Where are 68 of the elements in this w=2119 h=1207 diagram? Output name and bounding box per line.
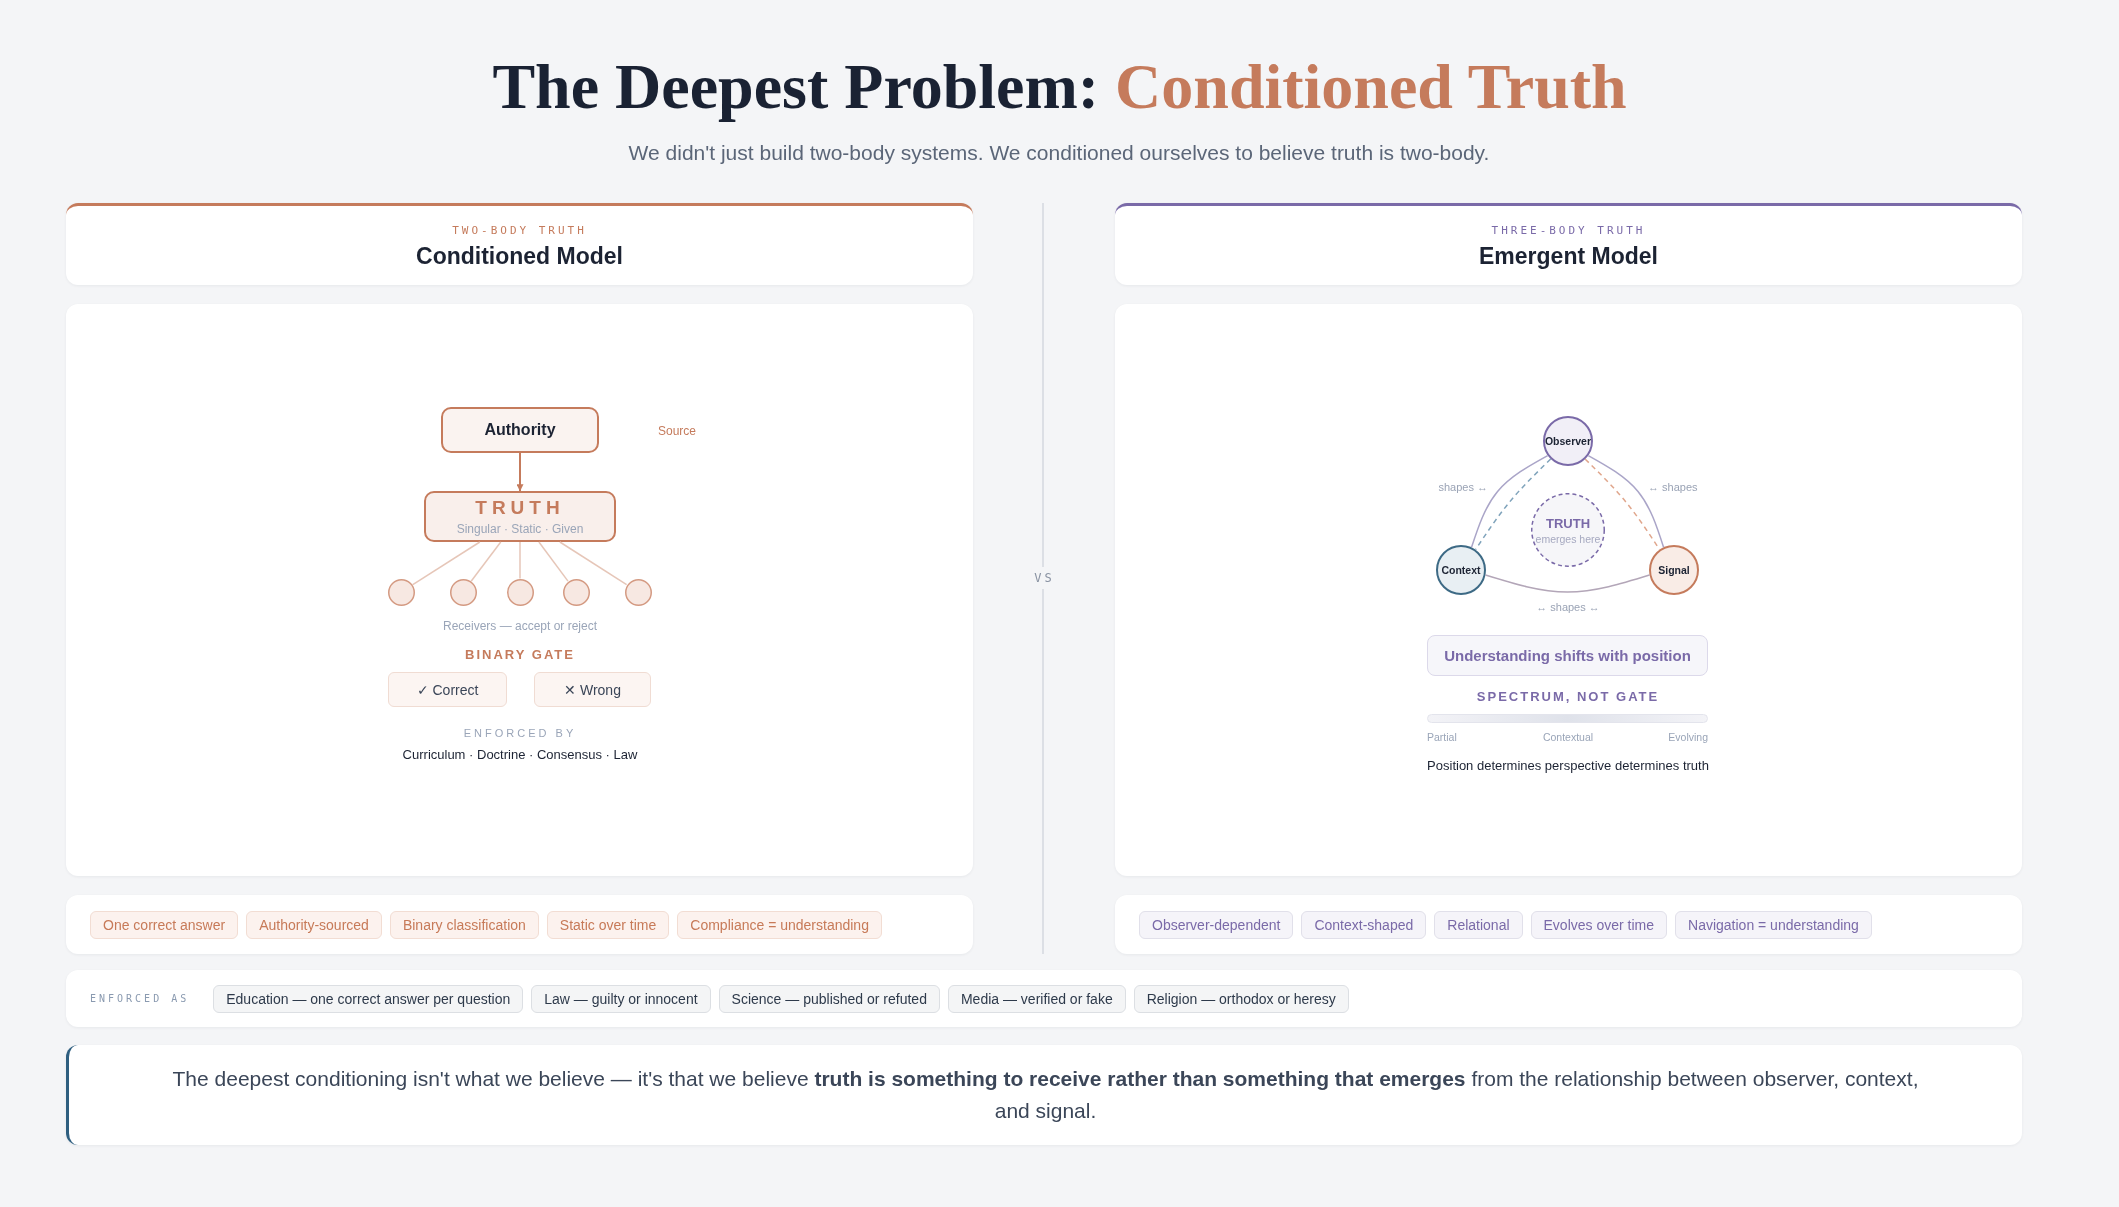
- domain-tag: Religion — orthodox or heresy: [1133, 984, 1349, 1013]
- connector-line: [519, 541, 521, 580]
- trait-tag: Authority-sourced: [246, 910, 382, 939]
- trait-tag: Observer-dependent: [1139, 910, 1294, 939]
- trait-tag: One correct answer: [90, 910, 239, 939]
- receiver-circle: [562, 578, 590, 606]
- receiver-circle: [449, 578, 477, 606]
- scale-label: Partial: [1427, 731, 1457, 743]
- receiver-circle: [387, 578, 415, 606]
- tag-row-card: [66, 895, 973, 954]
- emergence-circle: [1531, 493, 1605, 567]
- section-title: Emergent Model: [1479, 243, 1658, 270]
- agent-label: Signal: [1658, 564, 1690, 576]
- scale-label: Contextual: [1542, 731, 1594, 743]
- scale-label: Evolving: [1668, 731, 1708, 743]
- truth-attributes: Singular · Static · Given: [456, 522, 584, 536]
- trait-tag: Static over time: [546, 910, 670, 939]
- caption-text: Position determines perspective determines truth: [1427, 757, 1709, 773]
- emergence-heading: TRUTH: [1545, 515, 1590, 531]
- section-header-card: [66, 203, 973, 285]
- enforcer-list: Curriculum · Doctrine · Consensus · Law: [402, 746, 638, 762]
- section-title: Conditioned Model: [416, 243, 623, 270]
- caption-text: Receivers — accept or reject: [442, 619, 598, 633]
- trait-tag: Compliance = understanding: [677, 910, 882, 939]
- section-label: ENFORCED BY: [463, 727, 577, 739]
- diagram-panel: [66, 304, 973, 876]
- page-title: The Deepest Problem: Conditioned Truth: [491, 50, 1628, 124]
- gate-option: ✓ Correct: [388, 672, 507, 707]
- page-subtitle: We didn't just build two-body systems. We conditioned ourselves to believe truth is two-body.: [628, 141, 1490, 165]
- agent-label: Context: [1441, 564, 1481, 576]
- row-kicker: ENFORCED AS: [90, 993, 190, 1004]
- truth-box: [424, 491, 616, 542]
- trait-tag: Binary classification: [389, 910, 539, 939]
- section-label: SPECTRUM, NOT GATE: [1476, 688, 1660, 704]
- agent-label: Observer: [1544, 435, 1592, 447]
- trait-tag: Context-shaped: [1301, 910, 1427, 939]
- tag-row-card: [1115, 895, 2022, 954]
- section-kicker: TWO-BODY TRUTH: [452, 224, 587, 237]
- truth-heading: TRUTH: [475, 497, 565, 519]
- domain-tag: Media — verified or fake: [947, 984, 1126, 1013]
- connector-line: [538, 541, 569, 582]
- section-label: BINARY GATE: [465, 646, 575, 662]
- quote-card: The deepest conditioning isn't what we believe — it's that we believe truth is something to receive rather than something that emerges from the relationship between observer, context, and signal.: [66, 1045, 2022, 1145]
- section-kicker: THREE-BODY TRUTH: [1491, 224, 1646, 237]
- source-box: Authority: [441, 407, 599, 453]
- diagram-panel: [1115, 304, 2022, 876]
- agent-circle: [1436, 545, 1486, 595]
- agent-circle: [1649, 545, 1699, 595]
- receiver-circle: [506, 578, 534, 606]
- receiver-circle: [624, 578, 652, 606]
- domain-row-card: [66, 970, 2022, 1027]
- trait-tag: Navigation = understanding: [1675, 910, 1872, 939]
- connector-line: [470, 541, 502, 582]
- side-note: Source: [658, 424, 697, 438]
- domain-tag: Education — one correct answer per question: [213, 984, 524, 1013]
- gate-option: ✕ Wrong: [534, 672, 651, 707]
- insight-box: Understanding shifts with position: [1427, 635, 1708, 676]
- domain-tag: Law — guilty or innocent: [531, 984, 711, 1013]
- domain-tag: Science — published or refuted: [718, 984, 940, 1013]
- trait-tag: Relational: [1434, 910, 1523, 939]
- connector-line: [411, 541, 481, 586]
- connector-line: [1484, 574, 1651, 593]
- trait-tag: Evolves over time: [1530, 910, 1667, 939]
- section-header-card: [1115, 203, 2022, 285]
- arrow: [516, 452, 524, 492]
- agent-circle: [1543, 416, 1593, 466]
- connector-line: [559, 541, 628, 586]
- emergence-note: emerges here: [1535, 532, 1601, 545]
